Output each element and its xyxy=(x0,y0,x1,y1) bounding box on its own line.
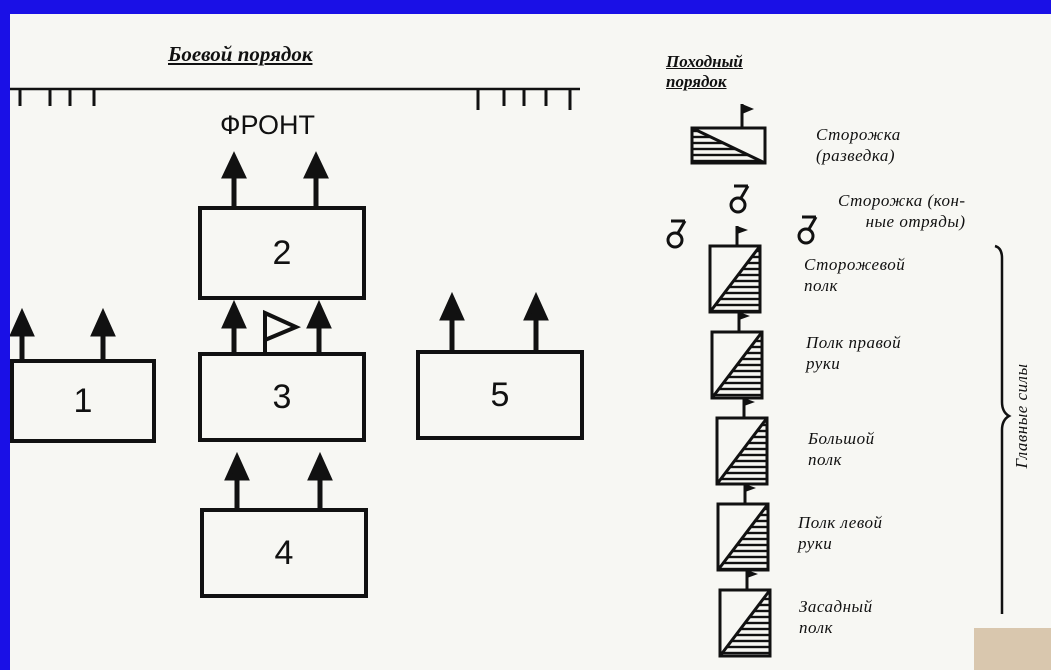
march-item-label: Засадный полк xyxy=(799,597,873,637)
arrow-up-icon xyxy=(221,151,247,179)
arrow-up-icon xyxy=(303,151,329,179)
cavalry-rider-icon xyxy=(797,215,818,245)
march-item-label: Большой полк xyxy=(808,429,875,469)
arrow-up-icon xyxy=(90,307,116,337)
regiment-symbol-icon xyxy=(690,104,767,165)
march-item-label: Полк левой руки xyxy=(798,513,883,553)
main-forces-label: Главные силы xyxy=(1012,363,1031,469)
arrow-up-icon xyxy=(439,291,465,321)
march-item-label: Сторожка (разведка) xyxy=(816,125,901,165)
banner-flag-icon xyxy=(263,309,302,354)
unit-box-1: 1 xyxy=(10,359,156,443)
unit-box-4: 4 xyxy=(200,508,368,598)
regiment-symbol-icon xyxy=(710,312,764,400)
regiment-symbol-icon xyxy=(718,570,772,658)
diagram-lines xyxy=(10,87,1012,658)
diagram-sheet: Боевой порядок ФРОНТ 1 2 3 4 5 Походный … xyxy=(10,14,1051,670)
unit-box-2: 2 xyxy=(198,206,366,300)
regiment-symbol-icon xyxy=(715,398,769,486)
march-item-label: Полк правой руки xyxy=(806,333,902,373)
unit-box-3: 3 xyxy=(198,352,366,442)
unit-box-5: 5 xyxy=(416,350,584,440)
arrow-up-icon xyxy=(523,291,549,321)
march-item-label: Сторожевой полк xyxy=(804,255,906,295)
arrow-up-icon xyxy=(306,299,332,329)
march-order-title: Походный порядок xyxy=(666,52,743,91)
front-label: ФРОНТ xyxy=(220,110,315,140)
cavalry-rider-icon xyxy=(729,184,750,214)
arrow-up-icon xyxy=(224,451,250,481)
march-item-label: Сторожка (кон- ные отряды) xyxy=(838,191,966,231)
arrow-up-icon xyxy=(307,451,333,481)
cavalry-rider-icon xyxy=(666,219,687,249)
arrow-up-icon xyxy=(10,307,35,337)
main-forces-bracket xyxy=(994,244,1012,614)
arrow-up-icon xyxy=(221,299,247,329)
regiment-symbol-icon xyxy=(708,226,762,314)
photo-corner xyxy=(974,628,1051,670)
battle-order-title: Боевой порядок xyxy=(168,42,313,66)
regiment-symbol-icon xyxy=(716,484,770,572)
